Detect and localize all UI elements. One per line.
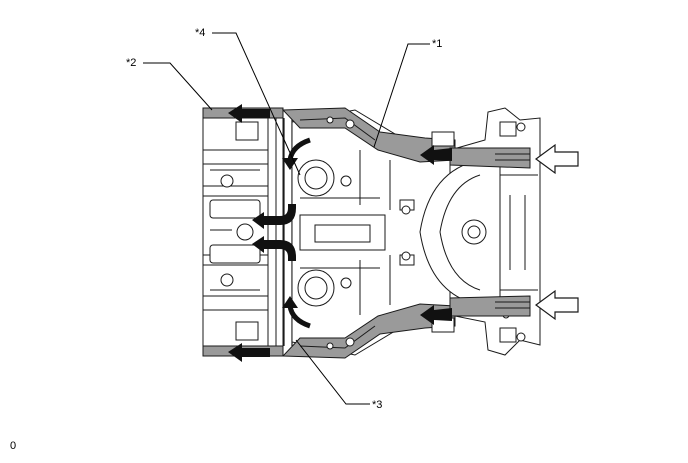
solid-arrow-icon: [282, 296, 298, 308]
solid-arrow-icon: [420, 305, 452, 325]
solid-arrow-icon: [420, 145, 452, 165]
callout-label-4: *4: [195, 27, 205, 39]
rear-underbody: [202, 107, 284, 357]
front-rails: [431, 131, 531, 333]
force-arrows: [534, 143, 579, 321]
solid-arrow-icon: [252, 204, 296, 229]
leader-lines: [143, 32, 430, 405]
solid-arrow-icon: [252, 236, 296, 261]
front-lower-rail: [449, 295, 531, 317]
front-upper-rail: [449, 147, 531, 169]
solid-arrow-icon: [228, 104, 270, 123]
load-path-arrows: [228, 104, 452, 362]
figure-code: 0: [10, 440, 17, 452]
callout-label-2: *2: [126, 57, 136, 69]
callout-label-1: *1: [432, 38, 442, 50]
curved-arrows: [287, 137, 311, 329]
hollow-arrow-left-icon: [534, 289, 579, 321]
solid-arrow-icon: [228, 343, 270, 362]
callout-label-3: *3: [372, 399, 382, 411]
center-floor-pan: [291, 109, 451, 356]
hollow-arrow-left-icon: [534, 143, 579, 175]
front-subframe: [419, 107, 541, 356]
